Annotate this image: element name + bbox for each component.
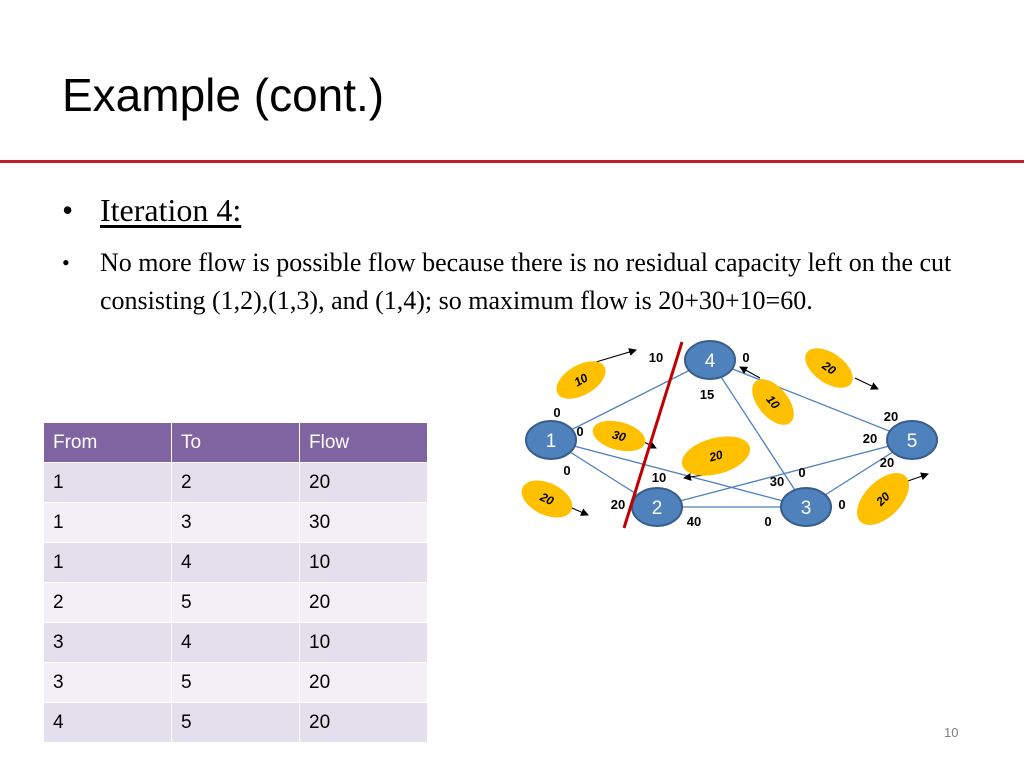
edge-label: 30 (770, 474, 784, 489)
edge-label: 0 (576, 424, 583, 439)
table-header-row: From To Flow (43, 422, 428, 463)
cell-flow: 10 (299, 542, 428, 583)
flow-badge-label: 20 (537, 489, 556, 508)
graph-nodes: 4 1 5 2 3 (525, 340, 938, 527)
cell-from: 3 (43, 662, 172, 703)
bullet-symbol: • (62, 250, 70, 275)
edge-label: 0 (742, 350, 749, 365)
edge-label: 0 (764, 514, 771, 529)
node-3-label: 3 (801, 498, 812, 519)
title-divider (0, 160, 1024, 163)
cell-from: 1 (43, 542, 172, 583)
flow-badge-label: 30 (611, 428, 628, 445)
cell-to: 5 (171, 662, 300, 703)
flow-arrow (739, 366, 761, 379)
flow-arrow (595, 348, 637, 363)
node-5-label: 5 (907, 431, 918, 452)
flow-badge: 20 (521, 480, 573, 518)
edge-label: 20 (884, 409, 898, 424)
flow-badge: 20 (805, 348, 853, 388)
node-4-label: 4 (705, 351, 716, 372)
cell-to: 5 (171, 702, 300, 743)
node-3: 3 (780, 487, 832, 527)
flow-badge-label: 20 (819, 358, 839, 378)
edge-label: 20 (863, 431, 877, 446)
flow-badge: 10 (752, 379, 794, 425)
cell-to: 2 (171, 462, 300, 503)
edge-4-5 (709, 359, 913, 441)
explanation-text: No more flow is possible flow because th… (100, 248, 952, 315)
cell-flow: 20 (299, 702, 428, 743)
edge-label: 20 (611, 497, 625, 512)
edge-label: 10 (652, 470, 666, 485)
flow-badge-label: 10 (572, 370, 591, 389)
edge-2-5 (656, 439, 913, 508)
min-cut-line (622, 341, 684, 529)
flow-badges: 10 20 10 30 20 20 20 (521, 348, 909, 525)
edge-label: 15 (700, 387, 714, 402)
cell-to: 4 (171, 542, 300, 583)
flow-arrow (904, 472, 929, 483)
edge-1-3 (550, 439, 807, 508)
cell-from: 1 (43, 462, 172, 503)
cell-flow: 20 (299, 662, 428, 703)
flow-badge-label: 20 (707, 447, 725, 464)
cell-flow: 20 (299, 582, 428, 623)
node-5: 5 (886, 420, 938, 460)
edge-label: 20 (880, 455, 894, 470)
edge-label: 0 (838, 497, 845, 512)
iteration-heading: Iteration 4: (100, 192, 242, 228)
flow-badge: 20 (681, 436, 751, 476)
cell-from: 4 (43, 702, 172, 743)
header-to: To (171, 422, 300, 463)
bullet-symbol: • (62, 192, 74, 228)
node-4: 4 (684, 340, 736, 380)
flow-badge: 10 (556, 361, 606, 399)
page-number: 10 (944, 725, 959, 740)
node-2-label: 2 (652, 498, 663, 519)
cell-to: 5 (171, 582, 300, 623)
header-from: From (43, 422, 172, 463)
cell-flow: 20 (299, 462, 428, 503)
edge-1-4 (550, 359, 711, 441)
edge-label: 0 (553, 405, 560, 420)
node-1-label: 1 (546, 431, 557, 452)
cell-to: 3 (171, 502, 300, 543)
header-flow: Flow (299, 422, 428, 463)
edge-label: 0 (798, 465, 805, 480)
edge-label: 40 (687, 514, 701, 529)
edge-label: 10 (649, 350, 663, 365)
slide-title: Example (cont.) (62, 69, 385, 121)
edge-4-3 (709, 359, 807, 508)
flow-arrow (854, 377, 879, 390)
cell-flow: 10 (299, 622, 428, 663)
node-1: 1 (525, 420, 577, 460)
edge-label: 0 (563, 463, 570, 478)
flow-badge: 20 (857, 473, 909, 525)
node-2: 2 (631, 487, 683, 527)
cell-from: 2 (43, 582, 172, 623)
flow-badge: 30 (592, 420, 646, 452)
